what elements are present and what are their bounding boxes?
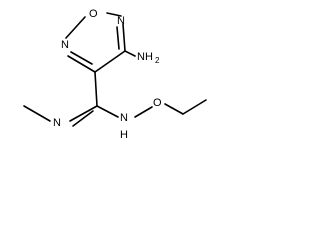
atom-nh2-subscript: 2 <box>155 56 160 65</box>
structure-diagram: O N N NH 2 N N H O <box>23 8 207 141</box>
bond-c-amidine-n-imine-inner <box>72 110 94 127</box>
atom-o-ether: O <box>153 97 162 109</box>
atom-o-ring: O <box>89 8 98 20</box>
bond-c-ring-n-left-inner <box>70 51 93 65</box>
bond-c-nh2 <box>124 50 136 57</box>
atom-n-ring-left: N <box>61 39 69 51</box>
bond-c-amidine-n-imine <box>69 105 98 122</box>
bond-c-amidine-n-amine <box>96 105 119 118</box>
bond-n-imine-methyl <box>23 105 51 122</box>
bond-n-amine-o-ether <box>134 106 153 118</box>
bond-n-left-o <box>65 16 86 39</box>
bond-c-nh2-c-ring <box>94 50 126 73</box>
bond-n-top-c-nh2 <box>122 23 126 52</box>
atom-nh2: NH <box>137 51 153 63</box>
bond-c-ring-n-left <box>67 55 96 73</box>
bond-o-n-top <box>106 12 122 17</box>
bond-c-ring-c-amidine <box>94 71 98 107</box>
atom-n-ring-top: N <box>117 15 125 27</box>
atom-h-amine: H <box>120 129 128 141</box>
atom-n-amine: N <box>120 112 128 124</box>
atom-n-imine: N <box>53 117 61 129</box>
bond-o-ether-ch2 <box>164 103 184 115</box>
bond-n-top-c-nh2-inner <box>116 26 120 50</box>
bond-ch2-ch3 <box>182 99 207 115</box>
